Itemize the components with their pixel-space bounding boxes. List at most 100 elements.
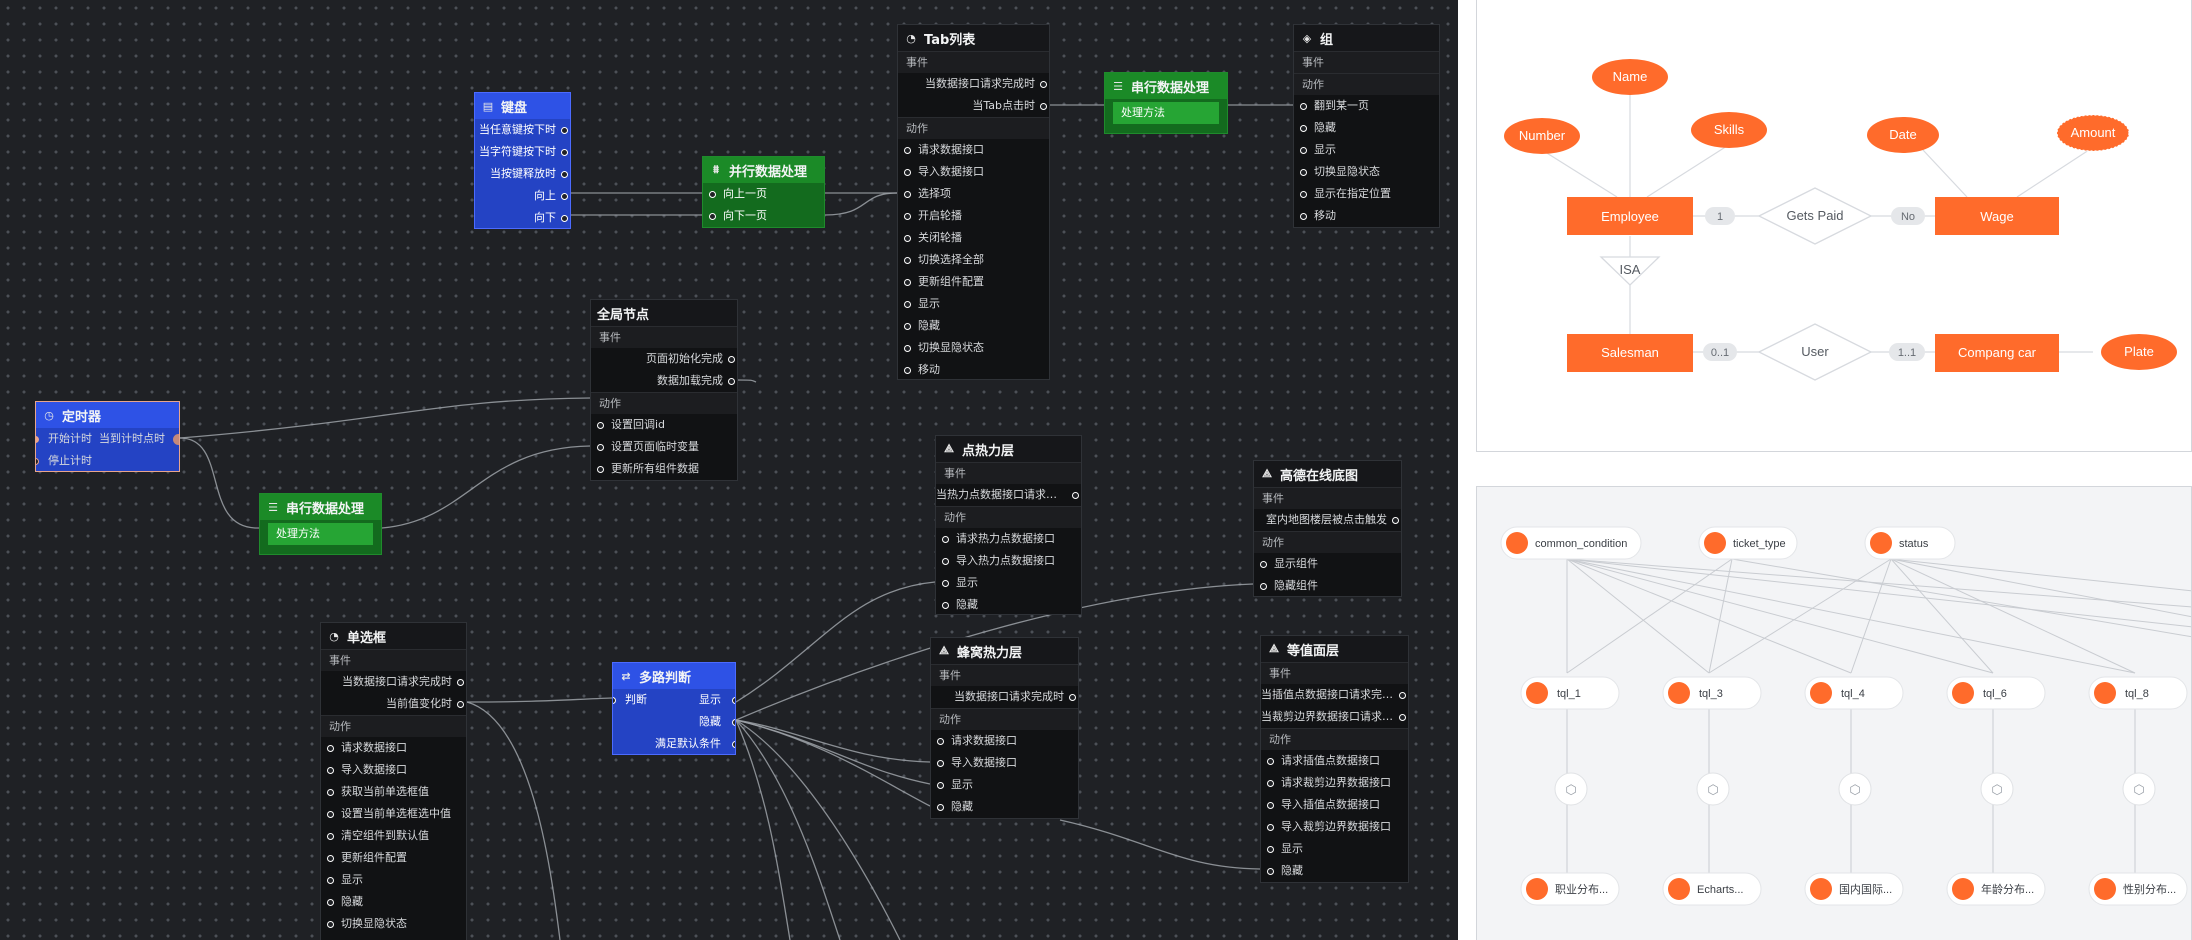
output-port[interactable] bbox=[728, 377, 735, 385]
node-heatpoint-header[interactable]: ⟁点热力层 bbox=[936, 436, 1081, 462]
input-port[interactable] bbox=[942, 535, 949, 543]
input-port[interactable] bbox=[327, 898, 334, 906]
input-port[interactable] bbox=[327, 832, 334, 840]
lineage-table-node[interactable]: tql_6 bbox=[1946, 676, 2046, 710]
node-multi-header[interactable]: ⇄多路判断 bbox=[613, 663, 735, 689]
node-radio[interactable]: ◔单选框 事件 当数据接口请求完成时 当前值变化时 动作 请求数据接口 导入数据… bbox=[320, 622, 467, 940]
lineage-output-node[interactable]: 年龄分布... bbox=[1946, 872, 2046, 906]
input-port[interactable] bbox=[1300, 168, 1307, 176]
node-group-header[interactable]: ◈组 bbox=[1294, 25, 1439, 51]
output-port[interactable] bbox=[732, 696, 735, 704]
node-isoline[interactable]: ⟁等值面层 事件 当插值点数据接口请求完成时 当裁剪边界数据接口请求完成时 动作… bbox=[1260, 635, 1409, 883]
node-timer-header[interactable]: ◷定时器 bbox=[36, 402, 179, 428]
input-port[interactable] bbox=[904, 300, 911, 308]
lineage-source-node[interactable]: ticket_type bbox=[1698, 526, 1798, 560]
node-serial-top[interactable]: ☰串行数据处理 处理方法 bbox=[1104, 72, 1228, 134]
input-port[interactable] bbox=[36, 435, 39, 443]
node-radio-header[interactable]: ◔单选框 bbox=[321, 623, 466, 649]
output-port[interactable] bbox=[1069, 693, 1076, 701]
output-port[interactable] bbox=[728, 355, 735, 363]
input-port[interactable] bbox=[597, 465, 604, 473]
node-gaode[interactable]: ⟁高德在线底图 事件 室内地图楼层被点击触发 动作 显示组件 隐藏组件 bbox=[1253, 460, 1402, 597]
node-keyboard[interactable]: ▤键盘 当任意键按下时 当字符键按下时 当按键释放时 向上 向下 bbox=[474, 92, 571, 229]
flow-canvas[interactable]: ▤键盘 当任意键按下时 当字符键按下时 当按键释放时 向上 向下 ⩩并行数据处理… bbox=[0, 0, 1458, 940]
input-port[interactable] bbox=[1267, 823, 1274, 831]
input-port[interactable] bbox=[327, 876, 334, 884]
input-port[interactable] bbox=[1300, 212, 1307, 220]
input-port[interactable] bbox=[597, 421, 604, 429]
lineage-cube-node[interactable]: ⬡ bbox=[1838, 772, 1872, 806]
output-port[interactable] bbox=[1392, 516, 1399, 524]
node-global[interactable]: 全局节点 事件 页面初始化完成 数据加载完成 动作 设置回调id 设置页面临时变… bbox=[590, 299, 738, 481]
lineage-cube-node[interactable]: ⬡ bbox=[2122, 772, 2156, 806]
input-port[interactable] bbox=[327, 810, 334, 818]
er-diagram-panel[interactable]: Name Number Skills Date Amount Plate Emp… bbox=[1476, 0, 2192, 452]
input-port[interactable] bbox=[942, 601, 949, 609]
lineage-output-node[interactable]: 国内国际... bbox=[1804, 872, 1904, 906]
input-port[interactable] bbox=[597, 443, 604, 451]
input-port[interactable] bbox=[1260, 582, 1267, 590]
output-port[interactable] bbox=[561, 148, 568, 156]
node-gaode-header[interactable]: ⟁高德在线底图 bbox=[1254, 461, 1401, 487]
input-port[interactable] bbox=[327, 766, 334, 774]
input-port[interactable] bbox=[327, 744, 334, 752]
node-tablist-header[interactable]: ◔Tab列表 bbox=[898, 25, 1049, 51]
lineage-panel[interactable]: common_condition ticket_type status tql_… bbox=[1476, 486, 2192, 940]
input-port[interactable] bbox=[1260, 560, 1267, 568]
lineage-table-node[interactable]: tql_1 bbox=[1520, 676, 1620, 710]
input-port[interactable] bbox=[942, 579, 949, 587]
input-port[interactable] bbox=[937, 803, 944, 811]
input-port[interactable] bbox=[709, 190, 716, 198]
output-port[interactable] bbox=[561, 126, 568, 134]
node-honeycomb[interactable]: ⟁蜂窝热力层 事件 当数据接口请求完成时 动作 请求数据接口 导入数据接口 显示… bbox=[930, 637, 1079, 819]
input-port[interactable] bbox=[942, 557, 949, 565]
lineage-cube-node[interactable]: ⬡ bbox=[1554, 772, 1588, 806]
input-port[interactable] bbox=[904, 344, 911, 352]
output-port[interactable] bbox=[457, 678, 464, 686]
node-global-header[interactable]: 全局节点 bbox=[591, 300, 737, 326]
output-port[interactable] bbox=[561, 170, 568, 178]
input-port[interactable] bbox=[904, 168, 911, 176]
input-port[interactable] bbox=[904, 366, 911, 374]
output-port[interactable] bbox=[173, 433, 179, 445]
lineage-cube-node[interactable]: ⬡ bbox=[1980, 772, 2014, 806]
output-port[interactable] bbox=[1040, 102, 1047, 110]
lineage-source-node[interactable]: status bbox=[1864, 526, 1956, 560]
input-port[interactable] bbox=[327, 920, 334, 928]
lineage-cube-node[interactable]: ⬡ bbox=[1696, 772, 1730, 806]
node-timer[interactable]: ◷定时器 开始计时 当到计时点时 停止计时 bbox=[35, 401, 180, 472]
lineage-table-node[interactable]: tql_4 bbox=[1804, 676, 1904, 710]
node-heatpoint[interactable]: ⟁点热力层 事件 当热力点数据接口请求完成时 动作 请求热力点数据接口 导入热力… bbox=[935, 435, 1082, 615]
input-port[interactable] bbox=[1267, 867, 1274, 875]
input-port[interactable] bbox=[1267, 801, 1274, 809]
node-multi-branch[interactable]: ⇄多路判断 判断 显示 隐藏 满足默认条件 bbox=[612, 662, 736, 755]
node-tablist[interactable]: ◔Tab列表 事件 当数据接口请求完成时 当Tab点击时 动作 请求数据接口 导… bbox=[897, 24, 1050, 380]
lineage-output-node[interactable]: Echarts... bbox=[1662, 872, 1762, 906]
input-port[interactable] bbox=[904, 322, 911, 330]
input-port[interactable] bbox=[1300, 190, 1307, 198]
node-honeycomb-header[interactable]: ⟁蜂窝热力层 bbox=[931, 638, 1078, 664]
input-port[interactable] bbox=[1267, 845, 1274, 853]
input-port[interactable] bbox=[904, 212, 911, 220]
node-serial-top-header[interactable]: ☰串行数据处理 bbox=[1105, 73, 1227, 99]
lineage-source-node[interactable]: common_condition bbox=[1500, 526, 1642, 560]
input-port[interactable] bbox=[709, 212, 716, 220]
input-port[interactable] bbox=[36, 457, 39, 465]
lineage-output-node[interactable]: 职业分布... bbox=[1520, 872, 1620, 906]
node-serial-mid-header[interactable]: ☰串行数据处理 bbox=[260, 494, 381, 520]
output-port[interactable] bbox=[732, 718, 735, 726]
input-port[interactable] bbox=[327, 788, 334, 796]
input-port[interactable] bbox=[327, 854, 334, 862]
input-port[interactable] bbox=[1267, 757, 1274, 765]
input-port[interactable] bbox=[613, 696, 616, 704]
input-port[interactable] bbox=[1300, 102, 1307, 110]
input-port[interactable] bbox=[1267, 779, 1274, 787]
input-port[interactable] bbox=[1300, 146, 1307, 154]
input-port[interactable] bbox=[904, 278, 911, 286]
node-parallel-header[interactable]: ⩩并行数据处理 bbox=[703, 157, 824, 183]
input-port[interactable] bbox=[904, 190, 911, 198]
output-port[interactable] bbox=[457, 700, 464, 708]
input-port[interactable] bbox=[904, 146, 911, 154]
output-port[interactable] bbox=[1399, 691, 1406, 699]
input-port[interactable] bbox=[937, 781, 944, 789]
